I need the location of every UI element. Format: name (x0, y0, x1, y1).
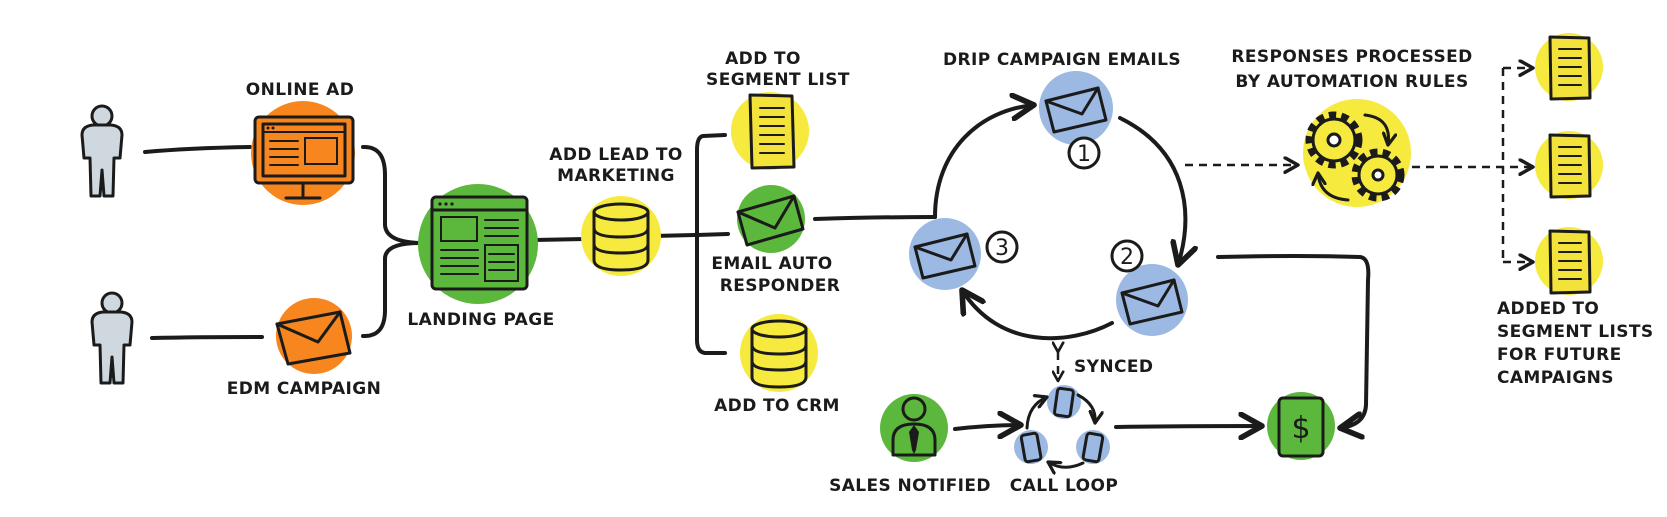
automation-gears-node (1303, 99, 1411, 207)
connector-ad-landing (361, 144, 422, 245)
document-icon (748, 93, 796, 170)
monitor-icon (253, 115, 355, 200)
gear-icon (1351, 148, 1405, 202)
arrow-to-email-3 (962, 290, 1114, 341)
segment-list-node (731, 92, 809, 170)
step-3-number: 3 (995, 236, 1009, 261)
connector-bracket-autoresponder (695, 232, 730, 237)
future-list-3 (1535, 227, 1603, 295)
phone-icon (1053, 386, 1075, 419)
responses-label-2: BY AUTOMATION RULES (1235, 72, 1468, 92)
call-loop-label: CALL LOOP (1010, 476, 1118, 496)
added-label-1: ADDED TO (1497, 299, 1599, 319)
segment-label-2: SEGMENT LIST (706, 70, 850, 90)
step-2-number: 2 (1120, 245, 1134, 270)
connector-bracket (695, 133, 727, 355)
step-1-badge (1067, 136, 1101, 170)
edm-campaign-label: EDM CAMPAIGN (227, 379, 381, 399)
drip-email-3 (909, 218, 981, 290)
connector-landing-db (532, 237, 587, 242)
connector-person2-edm (150, 335, 264, 340)
gear-icon (1305, 111, 1363, 169)
future-list-2 (1535, 131, 1603, 199)
cycle-arrow-icon (1318, 173, 1350, 202)
step-2-badge (1110, 239, 1144, 273)
cycle-arrow-icon (1025, 397, 1047, 430)
added-label-3: FOR FUTURE (1497, 345, 1622, 365)
add-lead-label-2: MARKETING (557, 166, 675, 186)
person-icon-bottom (90, 291, 134, 385)
connector-autoresponder-drip (813, 215, 937, 221)
step-3-badge (985, 230, 1019, 264)
arrow-callloop-to-revenue (1114, 426, 1262, 427)
drip-campaign-title: DRIP CAMPAIGN EMAILS (943, 50, 1181, 70)
arrow-to-email-1 (933, 105, 1034, 219)
landing-page-node (418, 184, 538, 304)
step-1-number: 1 (1077, 142, 1091, 167)
arrow-to-email-2 (1118, 116, 1185, 265)
person-icon-top (80, 104, 124, 198)
revenue-arrows (953, 254, 1371, 429)
marketing-database-node (581, 196, 661, 276)
cycle-arrow-icon (1363, 113, 1389, 145)
landing-page-label: LANDING PAGE (407, 310, 554, 330)
envelope-icon (275, 310, 352, 366)
connector-sales-callloop (953, 425, 1021, 429)
synced-label: SYNCED (1074, 357, 1153, 377)
crm-database-node (740, 314, 818, 392)
online-ad-node (251, 101, 355, 205)
envelope-icon (736, 194, 805, 247)
connector-person1-ad (143, 145, 252, 154)
automation-arrows (1185, 68, 1533, 262)
revenue-node: $ (1267, 392, 1335, 460)
add-to-crm-label: ADD TO CRM (714, 396, 840, 416)
businessman-icon (891, 396, 937, 457)
phone-icon (1019, 431, 1043, 464)
database-icon (592, 202, 650, 272)
sales-notified-node (880, 394, 948, 462)
future-list-1 (1535, 33, 1603, 101)
add-lead-label-1: ADD LEAD TO (549, 145, 682, 165)
webpage-icon (430, 195, 529, 291)
segment-label-1: ADD TO (725, 49, 801, 69)
added-label-2: SEGMENT LISTS (1497, 322, 1654, 342)
autoresponder-label-1: EMAIL AUTO (711, 254, 832, 274)
sales-notified-label: SALES NOTIFIED (829, 476, 991, 496)
responses-label-1: RESPONSES PROCESSED (1231, 47, 1472, 67)
edm-campaign-node (275, 298, 352, 374)
autoresponder-label-2: RESPONDER (720, 276, 841, 296)
dollar-sign: $ (1291, 411, 1310, 446)
drip-email-1 (1039, 71, 1113, 145)
cycle-arrow-icon (1076, 393, 1095, 423)
call-loop-node (1014, 385, 1110, 467)
online-ad-label: ONLINE AD (246, 80, 354, 100)
database-icon (750, 319, 808, 389)
drip-loop-arrows (933, 105, 1185, 341)
added-label-4: CAMPAIGNS (1497, 368, 1614, 388)
email-autoresponder-node (736, 185, 805, 253)
drip-email-2 (1116, 264, 1188, 336)
cycle-arrow-icon (1048, 462, 1085, 467)
dollar-card-icon: $ (1277, 396, 1325, 458)
arrow-email2-to-revenue (1216, 254, 1371, 428)
phone-icon (1081, 431, 1105, 464)
connector-edm-landing (361, 241, 422, 339)
